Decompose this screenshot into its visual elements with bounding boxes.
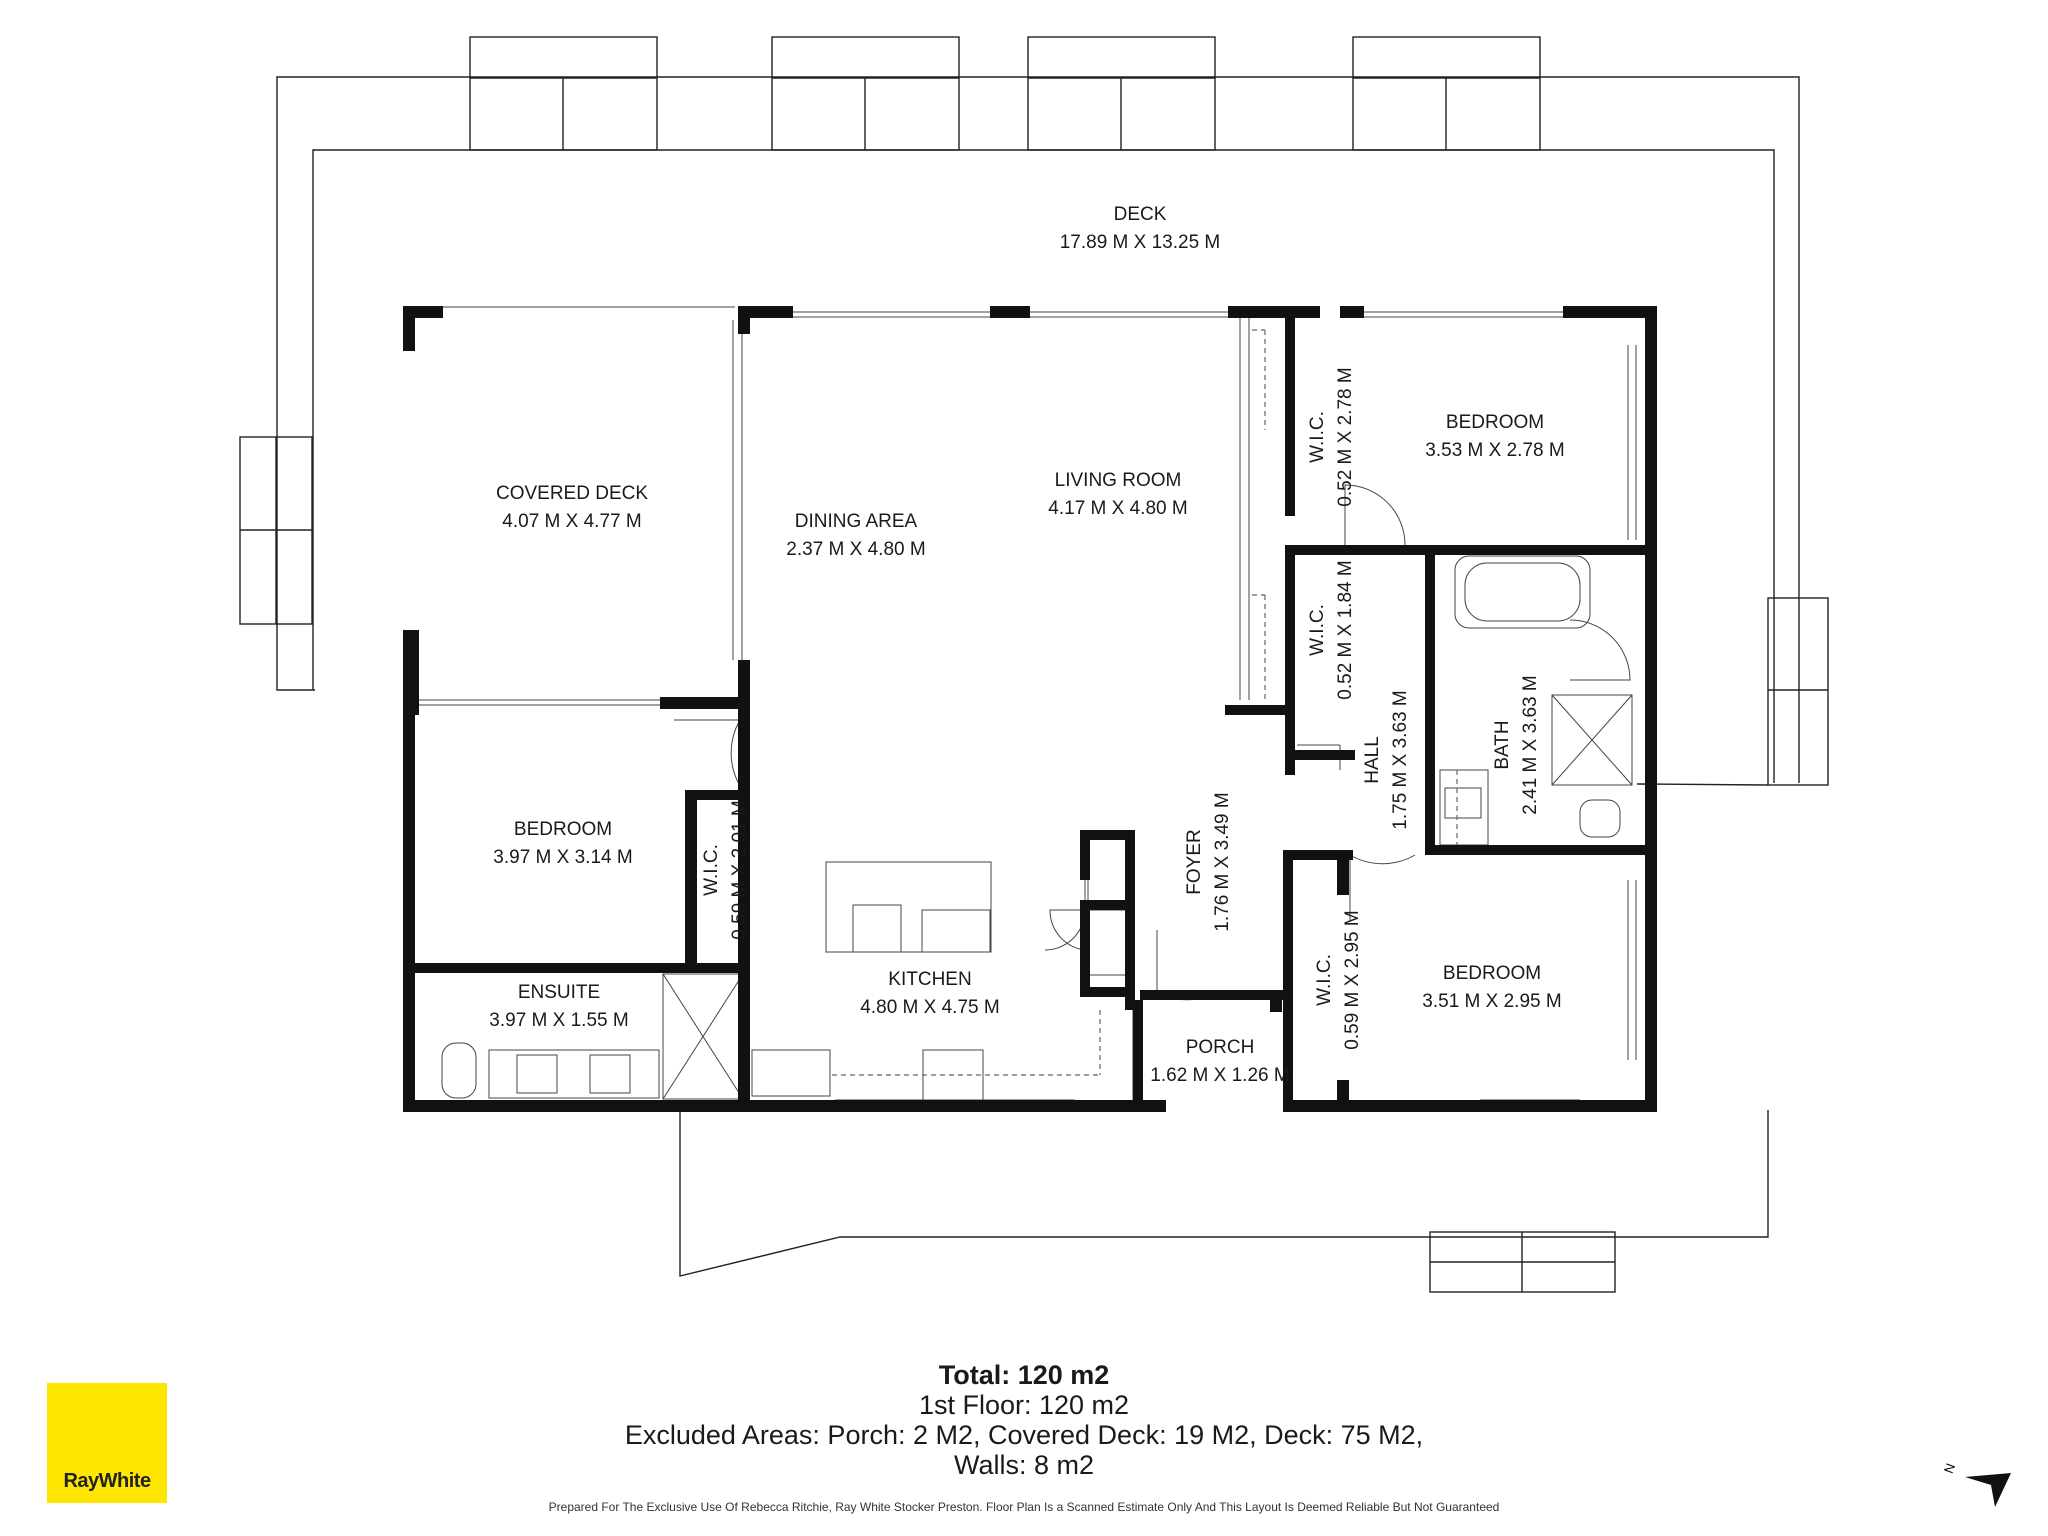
deck-size: 17.89 M X 13.25 M: [1060, 232, 1221, 253]
wic-hall-name: W.I.C.: [1307, 604, 1328, 656]
area-summary: Total: 120 m2 1st Floor: 120 m2 Excluded…: [0, 1360, 2048, 1480]
dining-name: DINING AREA: [795, 511, 918, 532]
total-area: Total: 120 m2: [938, 1360, 1110, 1390]
room-labels: DECK 17.89 M X 13.25 M COVERED DECK 4.07…: [489, 204, 1564, 1086]
foyer-name: FOYER: [1184, 829, 1205, 894]
kitchen-name: KITCHEN: [888, 969, 971, 990]
disclaimer: Prepared For The Exclusive Use Of Rebecc…: [548, 1500, 1500, 1514]
bedroom-ne-name: BEDROOM: [1446, 412, 1544, 433]
porch-name: PORCH: [1186, 1037, 1255, 1058]
covered-deck-name: COVERED DECK: [496, 483, 648, 504]
compass-north-icon: N: [1941, 1461, 2011, 1507]
walls-area: Walls: 8 m2: [953, 1450, 1095, 1480]
wic-ne-size: 0.52 M X 2.78 M: [1335, 367, 1356, 506]
excluded-areas: Excluded Areas: Porch: 2 M2, Covered Dec…: [624, 1420, 1424, 1450]
covered-deck-size: 4.07 M X 4.77 M: [502, 511, 641, 532]
living-size: 4.17 M X 4.80 M: [1048, 498, 1187, 519]
living-name: LIVING ROOM: [1055, 470, 1182, 491]
ensuite-name: ENSUITE: [518, 982, 600, 1003]
wic-se-name: W.I.C.: [1314, 954, 1335, 1006]
bath-name: BATH: [1492, 720, 1513, 769]
bedroom-se-size: 3.51 M X 2.95 M: [1422, 991, 1561, 1012]
deck-outline: [276, 76, 1800, 1277]
dining-size: 2.37 M X 4.80 M: [786, 539, 925, 560]
first-floor-area: 1st Floor: 120 m2: [918, 1390, 1130, 1420]
deck-stairs: [239, 36, 1829, 1293]
hall-size: 1.75 M X 3.63 M: [1390, 690, 1411, 829]
bedroom-w-name: BEDROOM: [514, 819, 612, 840]
walls: [403, 306, 1657, 1112]
kitchen-size: 4.80 M X 4.75 M: [860, 997, 999, 1018]
foyer-size: 1.76 M X 3.49 M: [1212, 792, 1233, 931]
raywhite-logo: RayWhite: [47, 1383, 167, 1503]
wic-se-size: 0.59 M X 2.95 M: [1342, 910, 1363, 1049]
bedroom-se-name: BEDROOM: [1443, 963, 1541, 984]
wic-w-name: W.I.C.: [701, 844, 722, 896]
bedroom-ne-size: 3.53 M X 2.78 M: [1425, 440, 1564, 461]
hall-name: HALL: [1362, 736, 1383, 784]
porch-size: 1.62 M X 1.26 M: [1150, 1065, 1289, 1086]
bedroom-w-size: 3.97 M X 3.14 M: [493, 847, 632, 868]
wic-w-size: 0.59 M X 2.01 M: [729, 800, 750, 939]
compass-label: N: [1941, 1461, 1958, 1475]
wic-ne-name: W.I.C.: [1307, 411, 1328, 463]
bath-size: 2.41 M X 3.63 M: [1520, 675, 1541, 814]
deck-name: DECK: [1114, 204, 1167, 225]
ensuite-size: 3.97 M X 1.55 M: [489, 1010, 628, 1031]
wic-hall-size: 0.52 M X 1.84 M: [1335, 560, 1356, 699]
logo-text: RayWhite: [63, 1470, 151, 1492]
